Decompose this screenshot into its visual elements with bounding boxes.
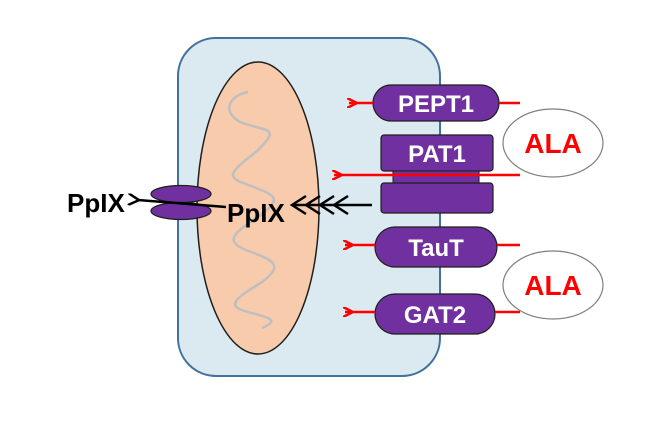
transporter-taut: TauT	[374, 226, 498, 268]
ala-uptake-arrows	[334, 103, 520, 312]
transporter-label-taut: TauT	[408, 235, 464, 262]
pplx-channel-top	[150, 184, 212, 204]
ala-label-bottom: ALA	[524, 270, 582, 301]
pat1-lower-subunit	[380, 182, 494, 214]
pplx-export-arrow	[138, 200, 227, 209]
transporter-label-gat2: GAT2	[404, 302, 466, 329]
transporter-gat2: GAT2	[374, 293, 496, 335]
pat1-subunit-link	[392, 170, 480, 184]
transporter-pat1: PAT1	[380, 134, 494, 214]
ala-bubble-bottom: ALA	[502, 250, 604, 320]
ala-label-top: ALA	[524, 128, 582, 159]
pplx-outside-label: PpIX	[67, 188, 125, 218]
transporter-label-pat1: PAT1	[408, 141, 466, 168]
mitochondrion-cristae	[228, 90, 276, 330]
pplx-import-arrow	[289, 194, 372, 216]
transporter-pept1: PEPT1	[372, 84, 500, 122]
transporter-label-pept1: PEPT1	[398, 91, 474, 118]
ala-bubble-top: ALA	[502, 108, 604, 178]
pplx-inside-label: PpIX	[227, 198, 285, 228]
